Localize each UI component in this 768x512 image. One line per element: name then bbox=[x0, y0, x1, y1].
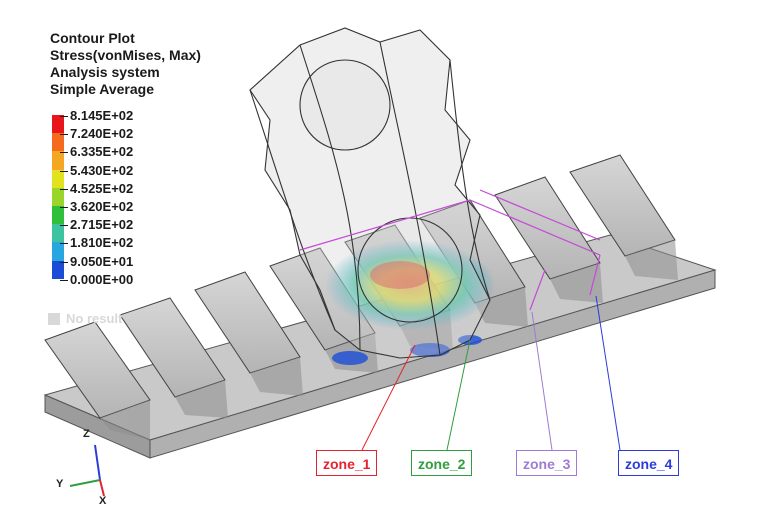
legend-value-label: 8.145E+02 bbox=[60, 108, 133, 126]
legend-title-line-1: Contour Plot bbox=[50, 30, 135, 46]
axis-triad bbox=[69, 444, 105, 497]
legend-value-label: 5.430E+02 bbox=[60, 163, 133, 181]
rack bbox=[43, 154, 717, 459]
legend-title-line-3: Analysis system bbox=[50, 64, 160, 80]
helical-gear bbox=[249, 27, 491, 359]
stress-contour bbox=[325, 240, 495, 365]
legend-value-label: 0.000E+00 bbox=[60, 272, 133, 290]
legend-value-label: 7.240E+02 bbox=[60, 126, 133, 144]
zone-leaders bbox=[361, 295, 621, 451]
no-result-label: No result bbox=[66, 311, 123, 326]
no-result-swatch bbox=[48, 312, 60, 325]
legend-value-label: 3.620E+02 bbox=[60, 199, 133, 217]
legend-value-label: 9.050E+01 bbox=[60, 254, 133, 272]
legend-value-label: 4.525E+02 bbox=[60, 181, 133, 199]
legend-title: Contour Plot Stress(vonMises, Max) Analy… bbox=[50, 30, 201, 98]
legend-value-label: 6.335E+02 bbox=[60, 144, 133, 162]
axis-z-label: Z bbox=[83, 428, 90, 440]
axis-y-label: Y bbox=[56, 478, 64, 490]
no-result-entry: No result bbox=[48, 311, 122, 326]
zone-2-label[interactable]: zone_2 bbox=[411, 450, 473, 476]
legend-title-line-2: Stress(vonMises, Max) bbox=[50, 47, 201, 63]
zone-edges bbox=[299, 189, 601, 311]
legend-title-line-4: Simple Average bbox=[50, 81, 155, 97]
zone-1-label[interactable]: zone_1 bbox=[316, 450, 378, 476]
zone-3-label[interactable]: zone_3 bbox=[516, 450, 578, 476]
legend-value-label: 1.810E+02 bbox=[60, 235, 133, 253]
zone-4-label[interactable]: zone_4 bbox=[618, 450, 680, 476]
legend-value-label: 2.715E+02 bbox=[60, 217, 133, 235]
axis-x-label: X bbox=[99, 495, 107, 507]
